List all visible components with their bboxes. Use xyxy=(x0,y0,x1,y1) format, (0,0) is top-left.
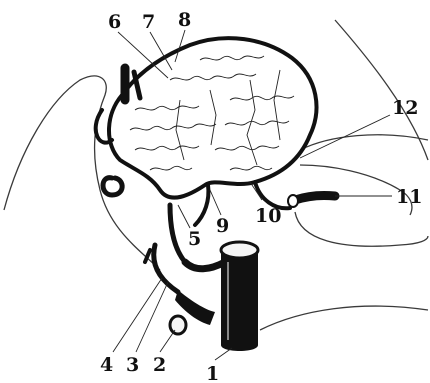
label-4: 4 xyxy=(100,354,113,376)
leader-2 xyxy=(160,330,175,352)
lower-tissue-outline xyxy=(260,306,428,330)
label-1: 1 xyxy=(206,363,219,383)
leader-1 xyxy=(215,348,232,360)
leader-4 xyxy=(113,278,162,352)
label-10: 10 xyxy=(255,205,281,227)
label-9: 9 xyxy=(216,215,229,237)
main-vessel-1 xyxy=(221,242,258,351)
vascular-plexus xyxy=(109,38,316,198)
vessel-joining xyxy=(185,262,225,269)
label-12: 12 xyxy=(392,97,418,119)
label-5: 5 xyxy=(188,228,201,250)
plexus-outline xyxy=(109,38,316,198)
label-6: 6 xyxy=(108,11,121,33)
ear-canal-outline-lower xyxy=(295,212,428,246)
vessel-loop-left xyxy=(103,178,122,195)
label-3: 3 xyxy=(126,354,139,376)
leader-5 xyxy=(178,205,190,228)
descending-vessels xyxy=(145,182,290,292)
label-11: 11 xyxy=(396,186,422,208)
ear-canal-outline-upper xyxy=(300,135,428,150)
vessel-2-stub xyxy=(170,290,215,334)
right-tissue-outline xyxy=(335,20,428,160)
leader-9 xyxy=(210,190,221,215)
artery-11-stub xyxy=(288,195,335,207)
label-7: 7 xyxy=(142,11,155,33)
label-2: 2 xyxy=(153,354,166,376)
label-8: 8 xyxy=(178,9,191,31)
